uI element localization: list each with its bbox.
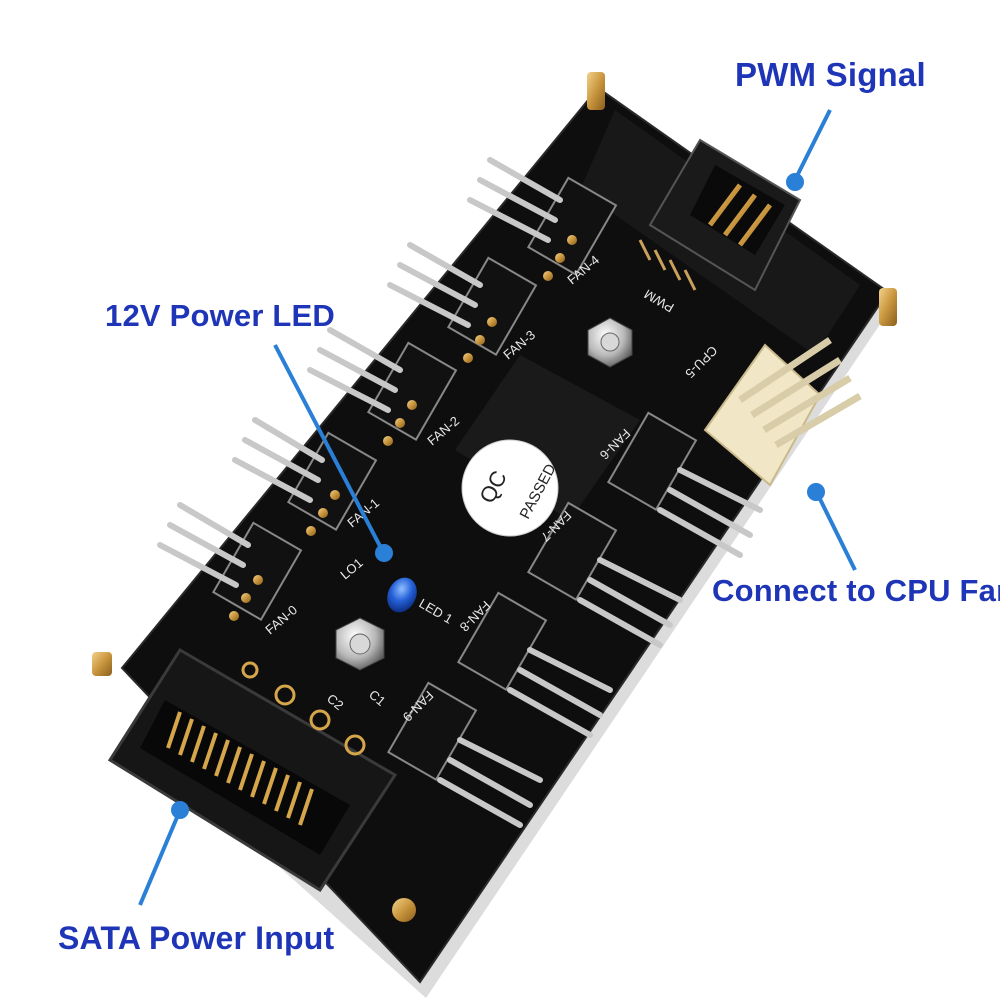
pwm-signal-callout: PWM Signal xyxy=(735,56,926,93)
qc-sticker: QC PASSED xyxy=(461,439,560,537)
fan-header-icon xyxy=(386,411,698,782)
fan-header-icon xyxy=(211,176,618,622)
cpu-fan-callout: Connect to CPU Fan xyxy=(712,573,1000,608)
sata-input-callout: SATA Power Input xyxy=(58,920,335,956)
fan-header-solder-pads-left xyxy=(229,235,577,621)
blue-led-icon xyxy=(387,577,417,613)
hex-nut-icon xyxy=(335,317,633,671)
callout-pointers xyxy=(138,109,857,906)
sata-connector-icon xyxy=(107,647,398,893)
fan-header-pins-left xyxy=(157,157,563,588)
fan-header-pins-right xyxy=(437,467,763,828)
pwm-header xyxy=(638,138,802,292)
cpu-fan-connector xyxy=(703,337,862,487)
power-led-callout: 12V Power LED xyxy=(105,298,336,333)
mounting-standoff-icon xyxy=(92,72,897,922)
